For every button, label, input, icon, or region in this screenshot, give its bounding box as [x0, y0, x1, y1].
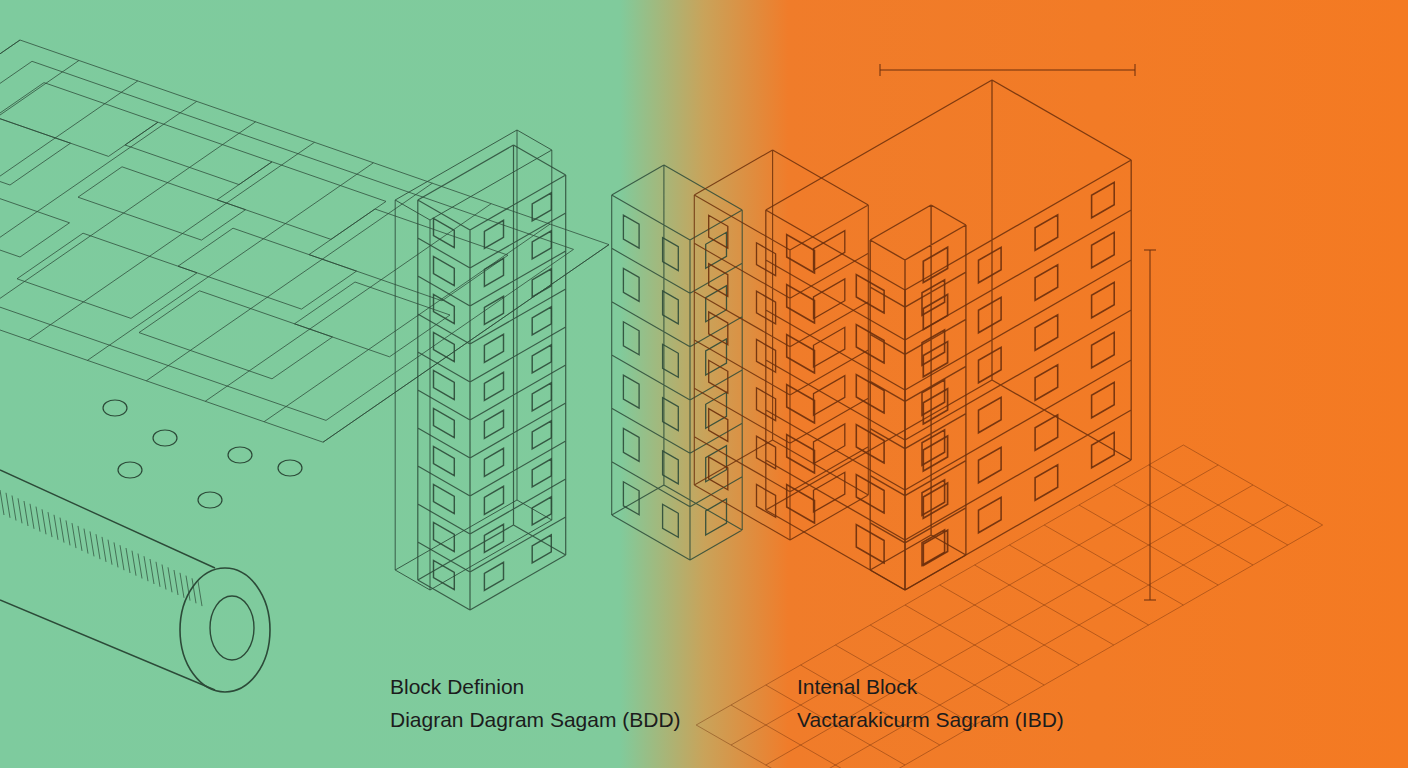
diagram-caption: Block Definion — [390, 670, 681, 703]
window-outlines — [709, 215, 845, 517]
stair-tower — [870, 205, 966, 590]
table-symbol — [153, 430, 177, 446]
table-symbol — [103, 400, 127, 416]
window-outlines — [787, 182, 1114, 565]
diagram-caption: Diagran Dagram Sagam (BDD) — [390, 703, 681, 736]
roll-hatching — [0, 490, 202, 606]
dimension-lines — [880, 64, 1156, 600]
table-symbol — [278, 460, 302, 476]
roll-core — [210, 596, 254, 660]
tower-frame — [395, 130, 552, 590]
orange-building — [766, 80, 1131, 590]
diagram-caption: Vactarakicurm Sagram (IBD) — [797, 703, 1064, 736]
caption-group: Block DefinionDiagran Dagram Sagam (BDD) — [390, 670, 681, 736]
table-symbol — [228, 447, 252, 463]
roll-outline — [0, 470, 215, 690]
diagram-caption: Intenal Block — [797, 670, 1064, 703]
table-symbol — [118, 462, 142, 478]
table-symbol — [198, 492, 222, 508]
roll-end — [180, 568, 270, 692]
balcony-tower — [694, 150, 868, 540]
window-outlines — [923, 247, 947, 565]
caption-group: Intenal BlockVactarakicurm Sagram (IBD) — [797, 670, 1064, 736]
window-outlines — [623, 215, 726, 537]
